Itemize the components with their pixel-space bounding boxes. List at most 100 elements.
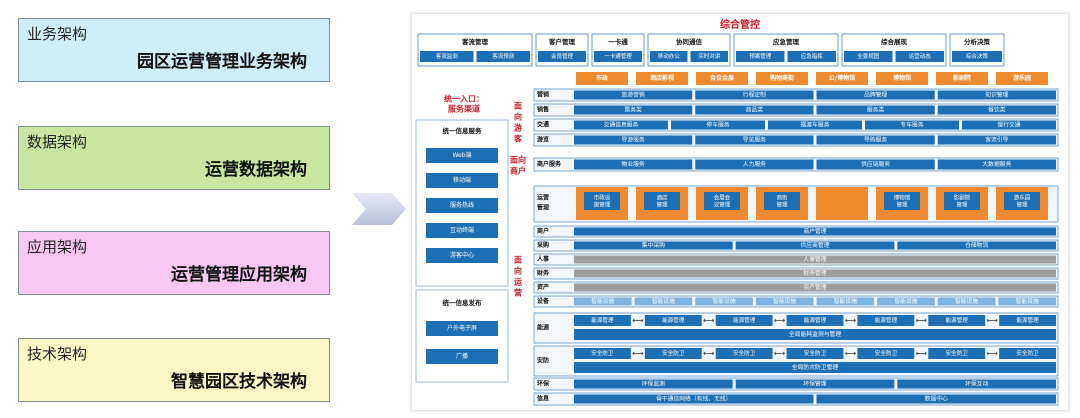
row-cell-label: 商户管理 bbox=[803, 227, 826, 235]
service-title: 统一信息服务 bbox=[443, 126, 483, 135]
ops-mgmt-cell-label: 管理 bbox=[896, 201, 908, 209]
security-cell-label: 安全防卫 bbox=[804, 349, 827, 357]
publish-title: 统一信息发布 bbox=[443, 298, 483, 307]
energy-cell bbox=[574, 315, 631, 326]
section-label-tourist: 向 bbox=[514, 112, 522, 122]
row-cell bbox=[755, 297, 814, 306]
row-cell bbox=[695, 105, 814, 115]
energy-arrow-icon: ⟷ bbox=[916, 316, 928, 325]
arch-name: 智慧园区技术架构 bbox=[171, 372, 307, 392]
venue-tab bbox=[756, 72, 808, 85]
top-group-title: 协同通信 bbox=[676, 37, 703, 46]
energy-arrow-icon: ⟷ bbox=[632, 316, 644, 325]
venue-tab bbox=[576, 72, 628, 85]
publish-channel-label: 广播 bbox=[456, 352, 468, 360]
arch-category: 业务架构 bbox=[27, 25, 88, 43]
row-cell bbox=[695, 135, 814, 145]
publish-channel-button bbox=[426, 321, 498, 336]
section-label-tourist: 游 bbox=[514, 123, 522, 133]
row-cell-label: 智能设施 bbox=[712, 297, 735, 305]
row-label: 销售 bbox=[537, 106, 549, 114]
entry-title: 统一入口： bbox=[444, 94, 484, 104]
row-label: 商户 bbox=[537, 227, 549, 235]
channel-button bbox=[426, 248, 498, 263]
row-cell-label: 供应链服务 bbox=[861, 160, 890, 168]
arch-category: 数据架构 bbox=[27, 133, 88, 151]
security-cell-label: 安全防卫 bbox=[733, 349, 756, 357]
row-cell-label: 品牌管理 bbox=[864, 91, 887, 99]
channel-label: 移动端 bbox=[453, 176, 471, 184]
row-cell bbox=[574, 255, 1056, 264]
row-cell bbox=[865, 120, 959, 130]
row-label: 信息 bbox=[537, 395, 549, 403]
section-label-merchant: 面向 bbox=[510, 155, 526, 165]
energy-bar bbox=[574, 329, 1056, 340]
ops-mgmt-cell-label: 商街 bbox=[776, 194, 788, 202]
row-cell-label: 票务类 bbox=[624, 106, 642, 114]
row-cell bbox=[937, 297, 996, 306]
row-label: 采购 bbox=[537, 241, 549, 249]
row-cell-label: 智能设施 bbox=[652, 297, 675, 305]
venue-tab-label: 会议会展 bbox=[710, 74, 734, 82]
row-cell-label: 骨干通信网络（有线、无线） bbox=[656, 395, 731, 403]
ops-mgmt-cell bbox=[764, 192, 800, 210]
ops-mgmt-cell-label: 管理 bbox=[776, 201, 788, 209]
security-cell-label: 安全防卫 bbox=[875, 349, 898, 357]
security-cell-label: 安全防卫 bbox=[662, 349, 685, 357]
row-cell-label: 导览服务 bbox=[743, 136, 766, 144]
row-cell-label: 环保管理 bbox=[803, 380, 826, 388]
arch-box-business: 业务架构 园区运营管理业务架构 bbox=[18, 18, 330, 82]
section-label-ops: 营 bbox=[514, 288, 522, 298]
top-group-sub-label: 全景视图 bbox=[857, 52, 880, 60]
row-cell bbox=[735, 379, 895, 389]
top-group-sub-label: 客流监测 bbox=[436, 52, 459, 60]
ops-mgmt-cell bbox=[704, 192, 740, 210]
energy-bar-label: 全局能耗监测与管理 bbox=[789, 330, 841, 338]
row-label: 商户服务 bbox=[537, 160, 562, 168]
row-cell bbox=[768, 120, 862, 130]
top-group-sub bbox=[952, 51, 1002, 62]
security-label: 安防 bbox=[537, 357, 549, 365]
row-label: 交通 bbox=[537, 121, 549, 129]
row-cell-label: 智能设施 bbox=[773, 297, 796, 305]
energy-cell bbox=[644, 315, 702, 326]
top-group-sub bbox=[650, 51, 688, 62]
row-cell-label: 知识管理 bbox=[985, 91, 1008, 99]
row-cell bbox=[962, 120, 1056, 130]
row-cell bbox=[998, 297, 1056, 306]
row-cell-label: 商品类 bbox=[746, 106, 764, 114]
section-label-tourist: 客 bbox=[513, 134, 523, 144]
top-group-title: 综合展现 bbox=[881, 37, 908, 46]
top-group-sub-label: 客流预测 bbox=[492, 52, 515, 60]
row-cell bbox=[816, 105, 935, 115]
ops-mgmt-cell-label: 酒店 bbox=[656, 194, 668, 202]
security-cell-label: 安全防卫 bbox=[1016, 349, 1039, 357]
top-group-sub-label: 应急指挥 bbox=[801, 52, 824, 60]
row-cell bbox=[695, 90, 814, 100]
row-label: 设备 bbox=[537, 297, 550, 305]
security-cell-label: 安全防卫 bbox=[591, 349, 614, 357]
top-group-sub-label: 会员管理 bbox=[551, 52, 574, 60]
row-cell-label: 人力服务 bbox=[743, 160, 766, 168]
row-cell bbox=[816, 159, 935, 170]
energy-arrow-icon: ⟷ bbox=[703, 316, 715, 325]
row-cell bbox=[574, 105, 693, 115]
venue-tab-label: 公/博物馆 bbox=[829, 74, 855, 82]
row-cell-label: 集中采购 bbox=[642, 241, 665, 249]
row-cell bbox=[574, 120, 668, 130]
row-cell bbox=[574, 297, 632, 306]
channel-label: 互动终端 bbox=[450, 226, 474, 234]
top-group-sub bbox=[594, 51, 642, 62]
arch-box-application: 应用架构 运营管理应用架构 bbox=[18, 231, 330, 295]
row-label: 游览 bbox=[537, 136, 549, 144]
row-label: 财务 bbox=[536, 269, 550, 277]
venue-tab-label: 酒店影视 bbox=[650, 74, 674, 82]
energy-arrow-icon: ⟷ bbox=[845, 316, 857, 325]
row-cell-label: 智能设施 bbox=[1016, 297, 1039, 305]
ops-mgmt-cell-label: 会展会 bbox=[714, 194, 731, 202]
channel-button bbox=[426, 148, 498, 163]
row-cell bbox=[816, 135, 935, 145]
row-cell bbox=[574, 394, 814, 404]
row-label: 环保 bbox=[537, 380, 550, 388]
venue-tab bbox=[636, 72, 688, 85]
